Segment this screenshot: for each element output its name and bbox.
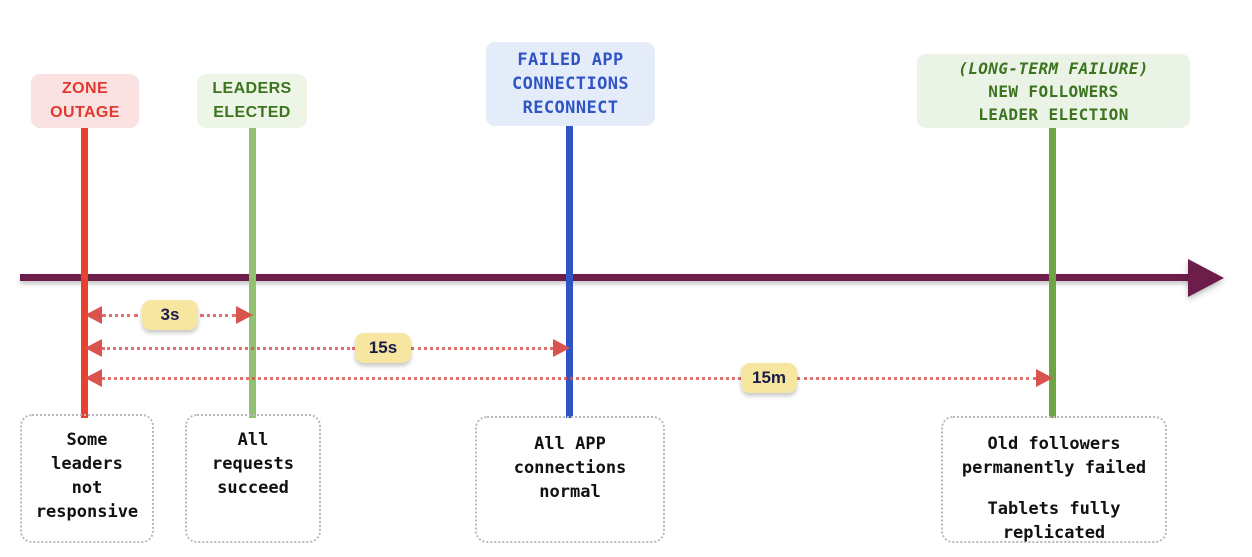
event-label-line: OUTAGE xyxy=(50,104,120,121)
event-stem-zone-outage xyxy=(81,128,88,418)
outcome-line: Old followers xyxy=(987,434,1121,454)
event-label-new-followers-leader-election[interactable]: (LONG-TERM FAILURE) NEW FOLLOWERS LEADER… xyxy=(917,54,1190,128)
event-stem-leaders-elected xyxy=(249,128,256,418)
duration-arrow-left-icon xyxy=(85,306,102,324)
outcome-line: All xyxy=(237,430,269,450)
outcome-line: requests xyxy=(212,454,294,475)
duration-dotted-line xyxy=(411,347,553,350)
event-label-failed-app-connections[interactable]: FAILED APP CONNECTIONS RECONNECT xyxy=(486,42,655,126)
event-label-line: ELECTED xyxy=(213,104,291,121)
event-stem-new-followers-leader-election xyxy=(1049,128,1056,418)
outcome-line: connections xyxy=(513,458,627,479)
event-label-zone-outage[interactable]: ZONE OUTAGE xyxy=(31,74,139,128)
outcome-box-old-followers-tablets-replicated[interactable]: Old followers permanently failed Tablets… xyxy=(941,416,1167,543)
outcome-line: All APP xyxy=(534,434,606,454)
duration-arrow-left-icon xyxy=(85,369,102,387)
outcome-line: responsive xyxy=(35,502,139,523)
duration-arrow-right-icon xyxy=(236,306,253,324)
outcome-box-some-leaders-not-responsive[interactable]: Some leaders not responsive xyxy=(20,414,154,543)
event-label-line: FAILED APP xyxy=(517,50,624,70)
duration-badge-15s[interactable]: 15s xyxy=(355,333,411,363)
outcome-line-spacer xyxy=(943,480,1165,497)
event-label-line: CONNECTIONS xyxy=(512,74,629,94)
outcome-line: normal xyxy=(539,482,601,503)
outcome-line: not xyxy=(71,478,103,499)
event-label-line: NEW FOLLOWERS xyxy=(988,81,1119,101)
duration-dotted-line xyxy=(102,377,741,380)
outcome-box-all-requests-succeed[interactable]: All requests succeed xyxy=(185,414,321,543)
outcome-line: Some xyxy=(66,430,108,450)
duration-dotted-line xyxy=(200,314,236,317)
event-label-line: RECONNECT xyxy=(522,98,619,118)
event-label-line: (LONG-TERM FAILURE) xyxy=(958,58,1149,78)
duration-arrow-right-icon xyxy=(553,339,570,357)
outcome-line: leaders xyxy=(51,454,123,475)
duration-dotted-line xyxy=(797,377,1036,380)
event-label-line: LEADER ELECTION xyxy=(978,104,1129,124)
duration-badge-3s[interactable]: 3s xyxy=(142,300,198,330)
duration-badge-15m[interactable]: 15m xyxy=(741,363,797,393)
event-label-line: LEADERS xyxy=(212,80,292,97)
outcome-line: replicated xyxy=(1002,523,1106,544)
event-label-leaders-elected[interactable]: LEADERS ELECTED xyxy=(197,74,307,128)
timeline-axis-line xyxy=(20,274,1205,281)
outcome-box-all-app-connections-normal[interactable]: All APP connections normal xyxy=(475,416,665,543)
outcome-line: Tablets fully xyxy=(987,499,1121,520)
event-label-line: ZONE xyxy=(61,80,109,97)
duration-dotted-line xyxy=(102,347,355,350)
duration-dotted-line xyxy=(102,314,138,317)
duration-arrow-right-icon xyxy=(1036,369,1053,387)
duration-arrow-left-icon xyxy=(85,339,102,357)
event-stem-failed-app-connections xyxy=(566,126,573,418)
outcome-line: succeed xyxy=(217,478,289,499)
timeline-arrow-icon xyxy=(1188,259,1224,297)
outcome-line: permanently failed xyxy=(961,458,1147,479)
